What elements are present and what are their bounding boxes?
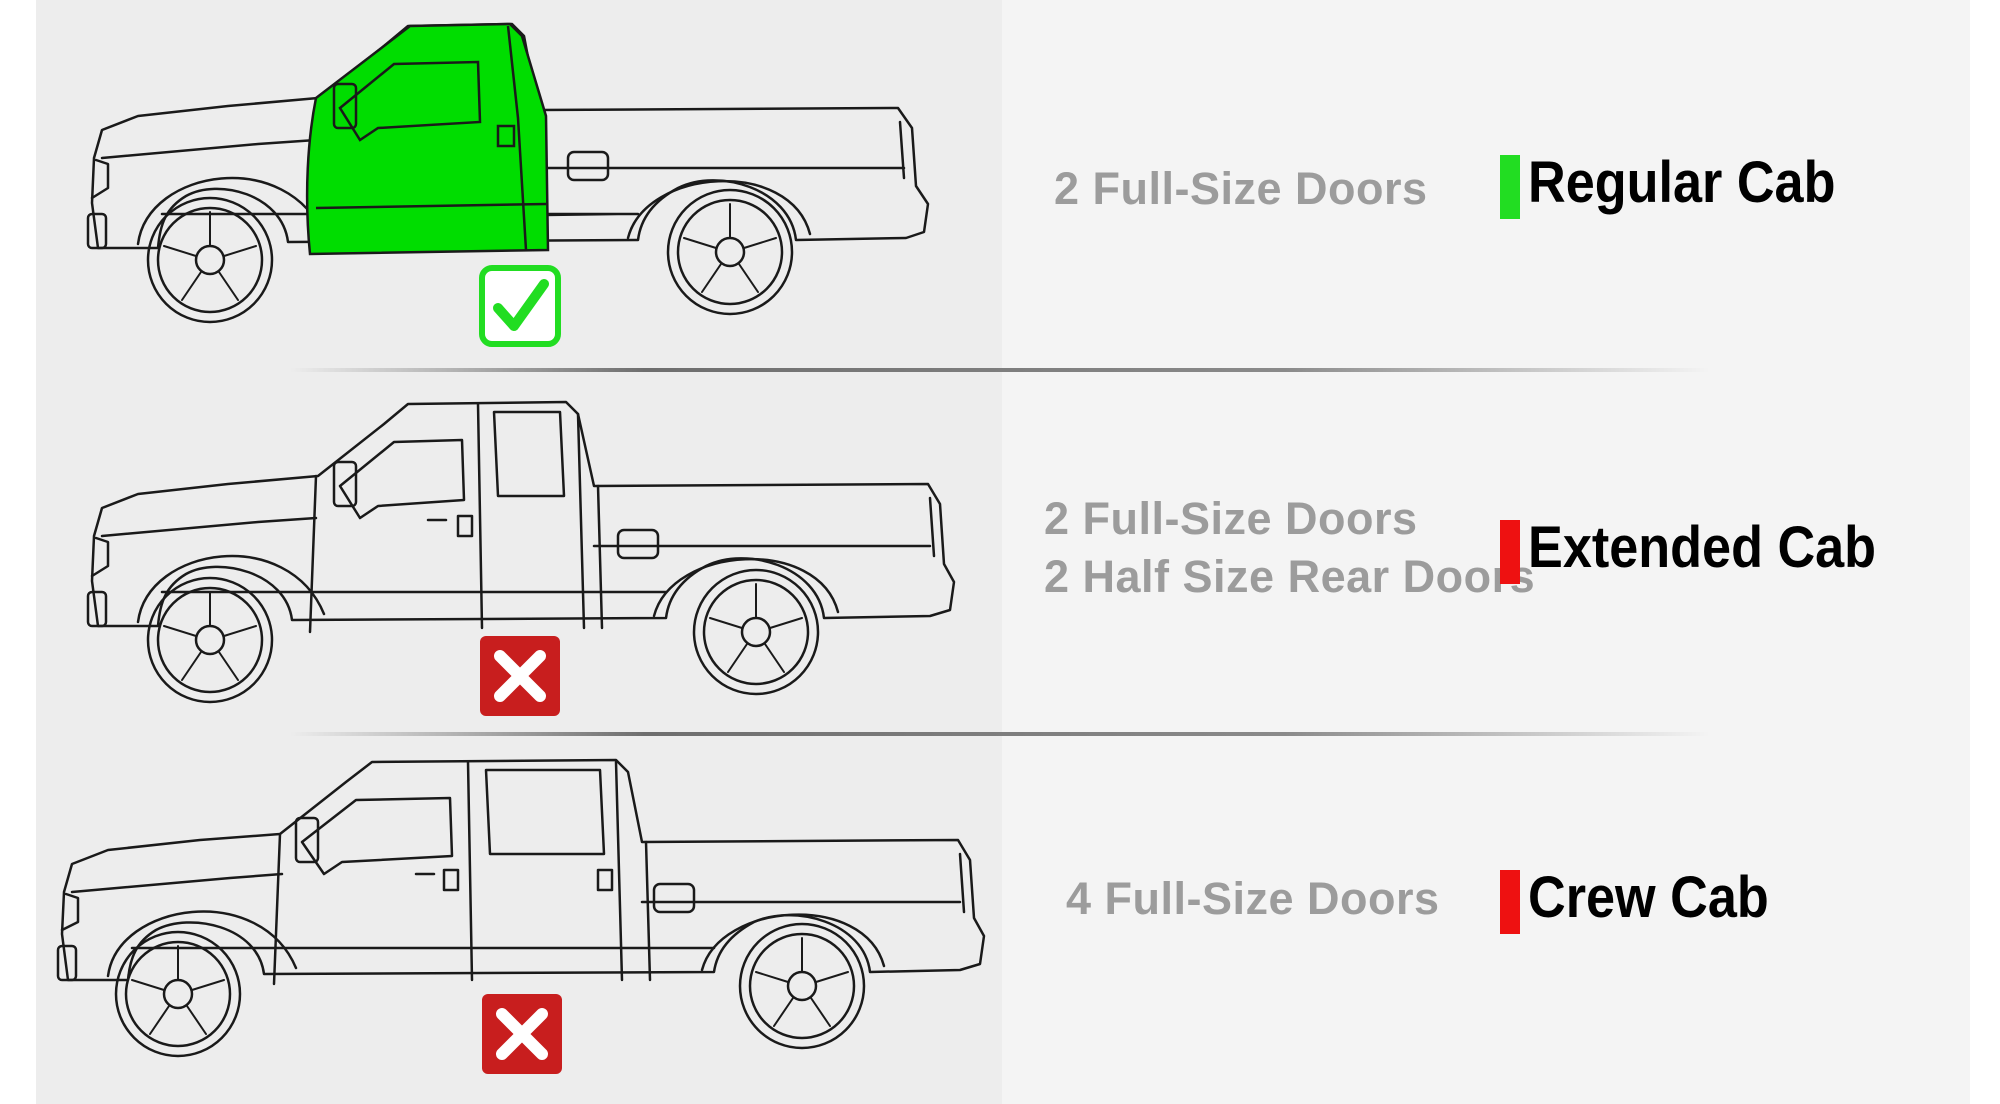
door-description: 4 Full-Size Doors (1066, 870, 1440, 928)
cab-type-name: Extended Cab (1528, 515, 1877, 580)
row-divider (290, 732, 1710, 736)
cab-row-regular: 2 Full-Size Doors Regular Cab (0, 0, 2000, 360)
row-divider (290, 368, 1710, 372)
cab-row-crew: 4 Full-Size Doors Crew Cab (0, 730, 2000, 1090)
door-line: 4 Full-Size Doors (1066, 873, 1440, 924)
door-description: 2 Full-Size Doors (1054, 160, 1428, 218)
door-line: 2 Full-Size Doors (1054, 163, 1428, 214)
fit-indicator-marker (1500, 155, 1520, 219)
cross-icon (480, 636, 560, 716)
regular-cab-truck-illustration (86, 22, 930, 324)
fit-indicator-marker (1500, 520, 1520, 584)
extended-cab-truck-illustration (86, 400, 956, 704)
cab-row-extended: 2 Full-Size Doors 2 Half Size Rear Doors… (0, 366, 2000, 726)
door-line: 2 Half Size Rear Doors (1044, 551, 1536, 602)
cab-type-name: Regular Cab (1528, 150, 1836, 215)
check-icon (479, 265, 561, 347)
crew-cab-truck-illustration (56, 758, 986, 1058)
door-description: 2 Full-Size Doors 2 Half Size Rear Doors (1044, 490, 1535, 606)
door-line: 2 Full-Size Doors (1044, 493, 1418, 544)
description-panel (1002, 0, 1970, 1104)
cab-type-name: Crew Cab (1528, 865, 1769, 930)
cross-icon (482, 994, 562, 1074)
fit-indicator-marker (1500, 870, 1520, 934)
